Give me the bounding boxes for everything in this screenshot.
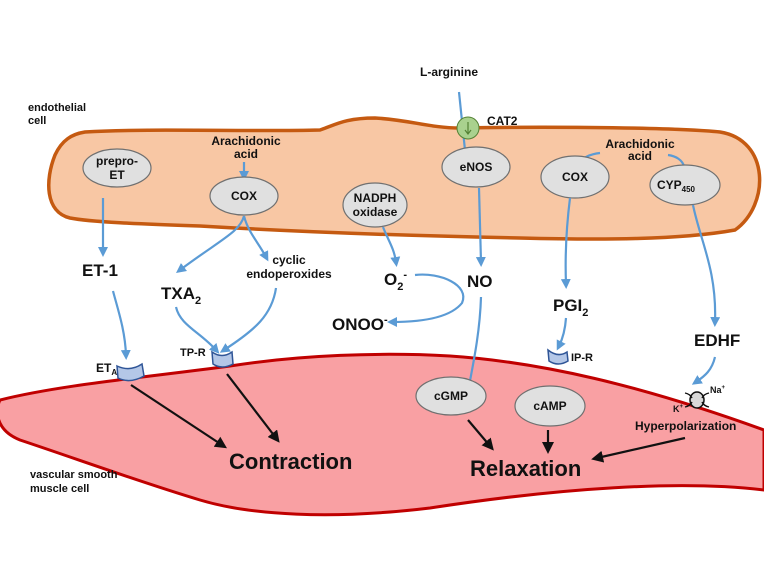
nadph-to-o2-arrow xyxy=(381,226,401,267)
ip-receptor-icon xyxy=(547,348,569,365)
potassium-label: K+ xyxy=(673,404,684,414)
svg-text:eNOS: eNOS xyxy=(460,160,493,174)
cyp-to-edhf-arrow xyxy=(691,204,721,327)
et1-label: ET-1 xyxy=(82,261,118,280)
endothelial-cell-label-2: cell xyxy=(28,115,46,127)
svg-text:prepro-: prepro- xyxy=(96,154,138,168)
hyperpolarization-to-relaxation-arrow xyxy=(591,436,686,463)
cgmp-to-relaxation-arrow xyxy=(467,419,494,451)
endoperoxides-to-tpr-arrow xyxy=(219,287,278,353)
cgmp-node: cGMP xyxy=(415,376,487,416)
et1-to-eta-arrow xyxy=(111,290,131,360)
ip-receptor-label: IP-R xyxy=(571,352,593,364)
prepro-et-node: prepro- ET xyxy=(82,148,152,188)
relaxation-label: Relaxation xyxy=(470,456,581,481)
nadph-oxidase-node: NADPH oxidase xyxy=(342,182,408,228)
edhf-to-channel-arrow xyxy=(691,356,717,385)
txa2-label: TXA2 xyxy=(161,284,201,307)
svg-text:oxidase: oxidase xyxy=(353,205,398,219)
svg-text:CYP450: CYP450 xyxy=(657,178,696,194)
svg-text:COX: COX xyxy=(231,189,257,203)
peroxynitrite-label: ONOO- xyxy=(332,314,388,334)
camp-node: cAMP xyxy=(514,385,586,427)
k-na-channel-icon xyxy=(684,391,710,409)
edhf-label: EDHF xyxy=(694,331,740,350)
sodium-label: Na+ xyxy=(710,385,726,395)
superoxide-label: O2- xyxy=(384,269,407,293)
contraction-label: Contraction xyxy=(229,449,352,474)
cyp450-node: CYP450 xyxy=(649,164,721,206)
smooth-muscle-cell-label: vascular smooth xyxy=(30,469,118,481)
superoxide-no-to-onoo-arrow xyxy=(387,273,465,327)
arachidonic-acid-right-label: Arachidonic xyxy=(605,137,675,151)
nitric-oxide-label: NO xyxy=(467,272,493,291)
txa2-to-tpr-arrow xyxy=(174,306,220,354)
endothelial-cell-label: endothelial xyxy=(28,102,86,114)
cyclic-endoperoxides-label-2: endoperoxides xyxy=(246,267,332,281)
cyclic-endoperoxides-label: cyclic xyxy=(272,253,306,267)
hyperpolarization-label: Hyperpolarization xyxy=(635,419,736,433)
transport-arrow-icon xyxy=(464,122,472,135)
eta-receptor-label: ETA xyxy=(96,361,117,377)
eta-to-contraction-arrow xyxy=(130,384,228,449)
cox-to-txa2-arrow xyxy=(175,215,246,273)
svg-text:ET: ET xyxy=(109,168,125,182)
tp-receptor-icon xyxy=(211,350,234,368)
cox-to-pgi2-arrow xyxy=(560,197,572,289)
smooth-muscle-cell-label-2: muscle cell xyxy=(30,483,89,495)
svg-text:cGMP: cGMP xyxy=(434,389,468,403)
tp-receptor-label: TP-R xyxy=(180,347,206,359)
l-arginine-label: L-arginine xyxy=(420,65,478,79)
cox-to-endoperoxides-arrow xyxy=(242,215,269,262)
arachidonic-acid-left-label-2: acid xyxy=(234,147,258,161)
svg-text:NADPH: NADPH xyxy=(354,191,397,205)
eta-receptor-icon xyxy=(116,362,145,382)
svg-text:COX: COX xyxy=(562,170,588,184)
tpr-to-contraction-arrow xyxy=(226,373,280,443)
arachidonic-acid-right-label-2: acid xyxy=(628,149,652,163)
smooth-muscle-cell xyxy=(0,352,764,517)
prostacyclin-label: PGI2 xyxy=(553,296,588,319)
arachidonic-acid-left-label: Arachidonic xyxy=(211,134,281,148)
no-to-cgmp-arrow xyxy=(465,296,483,391)
enos-node: eNOS xyxy=(441,146,511,188)
cox-right-node: COX xyxy=(540,155,610,199)
enos-to-no-arrow xyxy=(475,187,486,267)
svg-text:cAMP: cAMP xyxy=(533,399,566,413)
pgi2-to-ipr-arrow xyxy=(556,317,568,351)
cat2-label: CAT2 xyxy=(487,114,518,128)
cox-left-node: COX xyxy=(209,176,279,216)
